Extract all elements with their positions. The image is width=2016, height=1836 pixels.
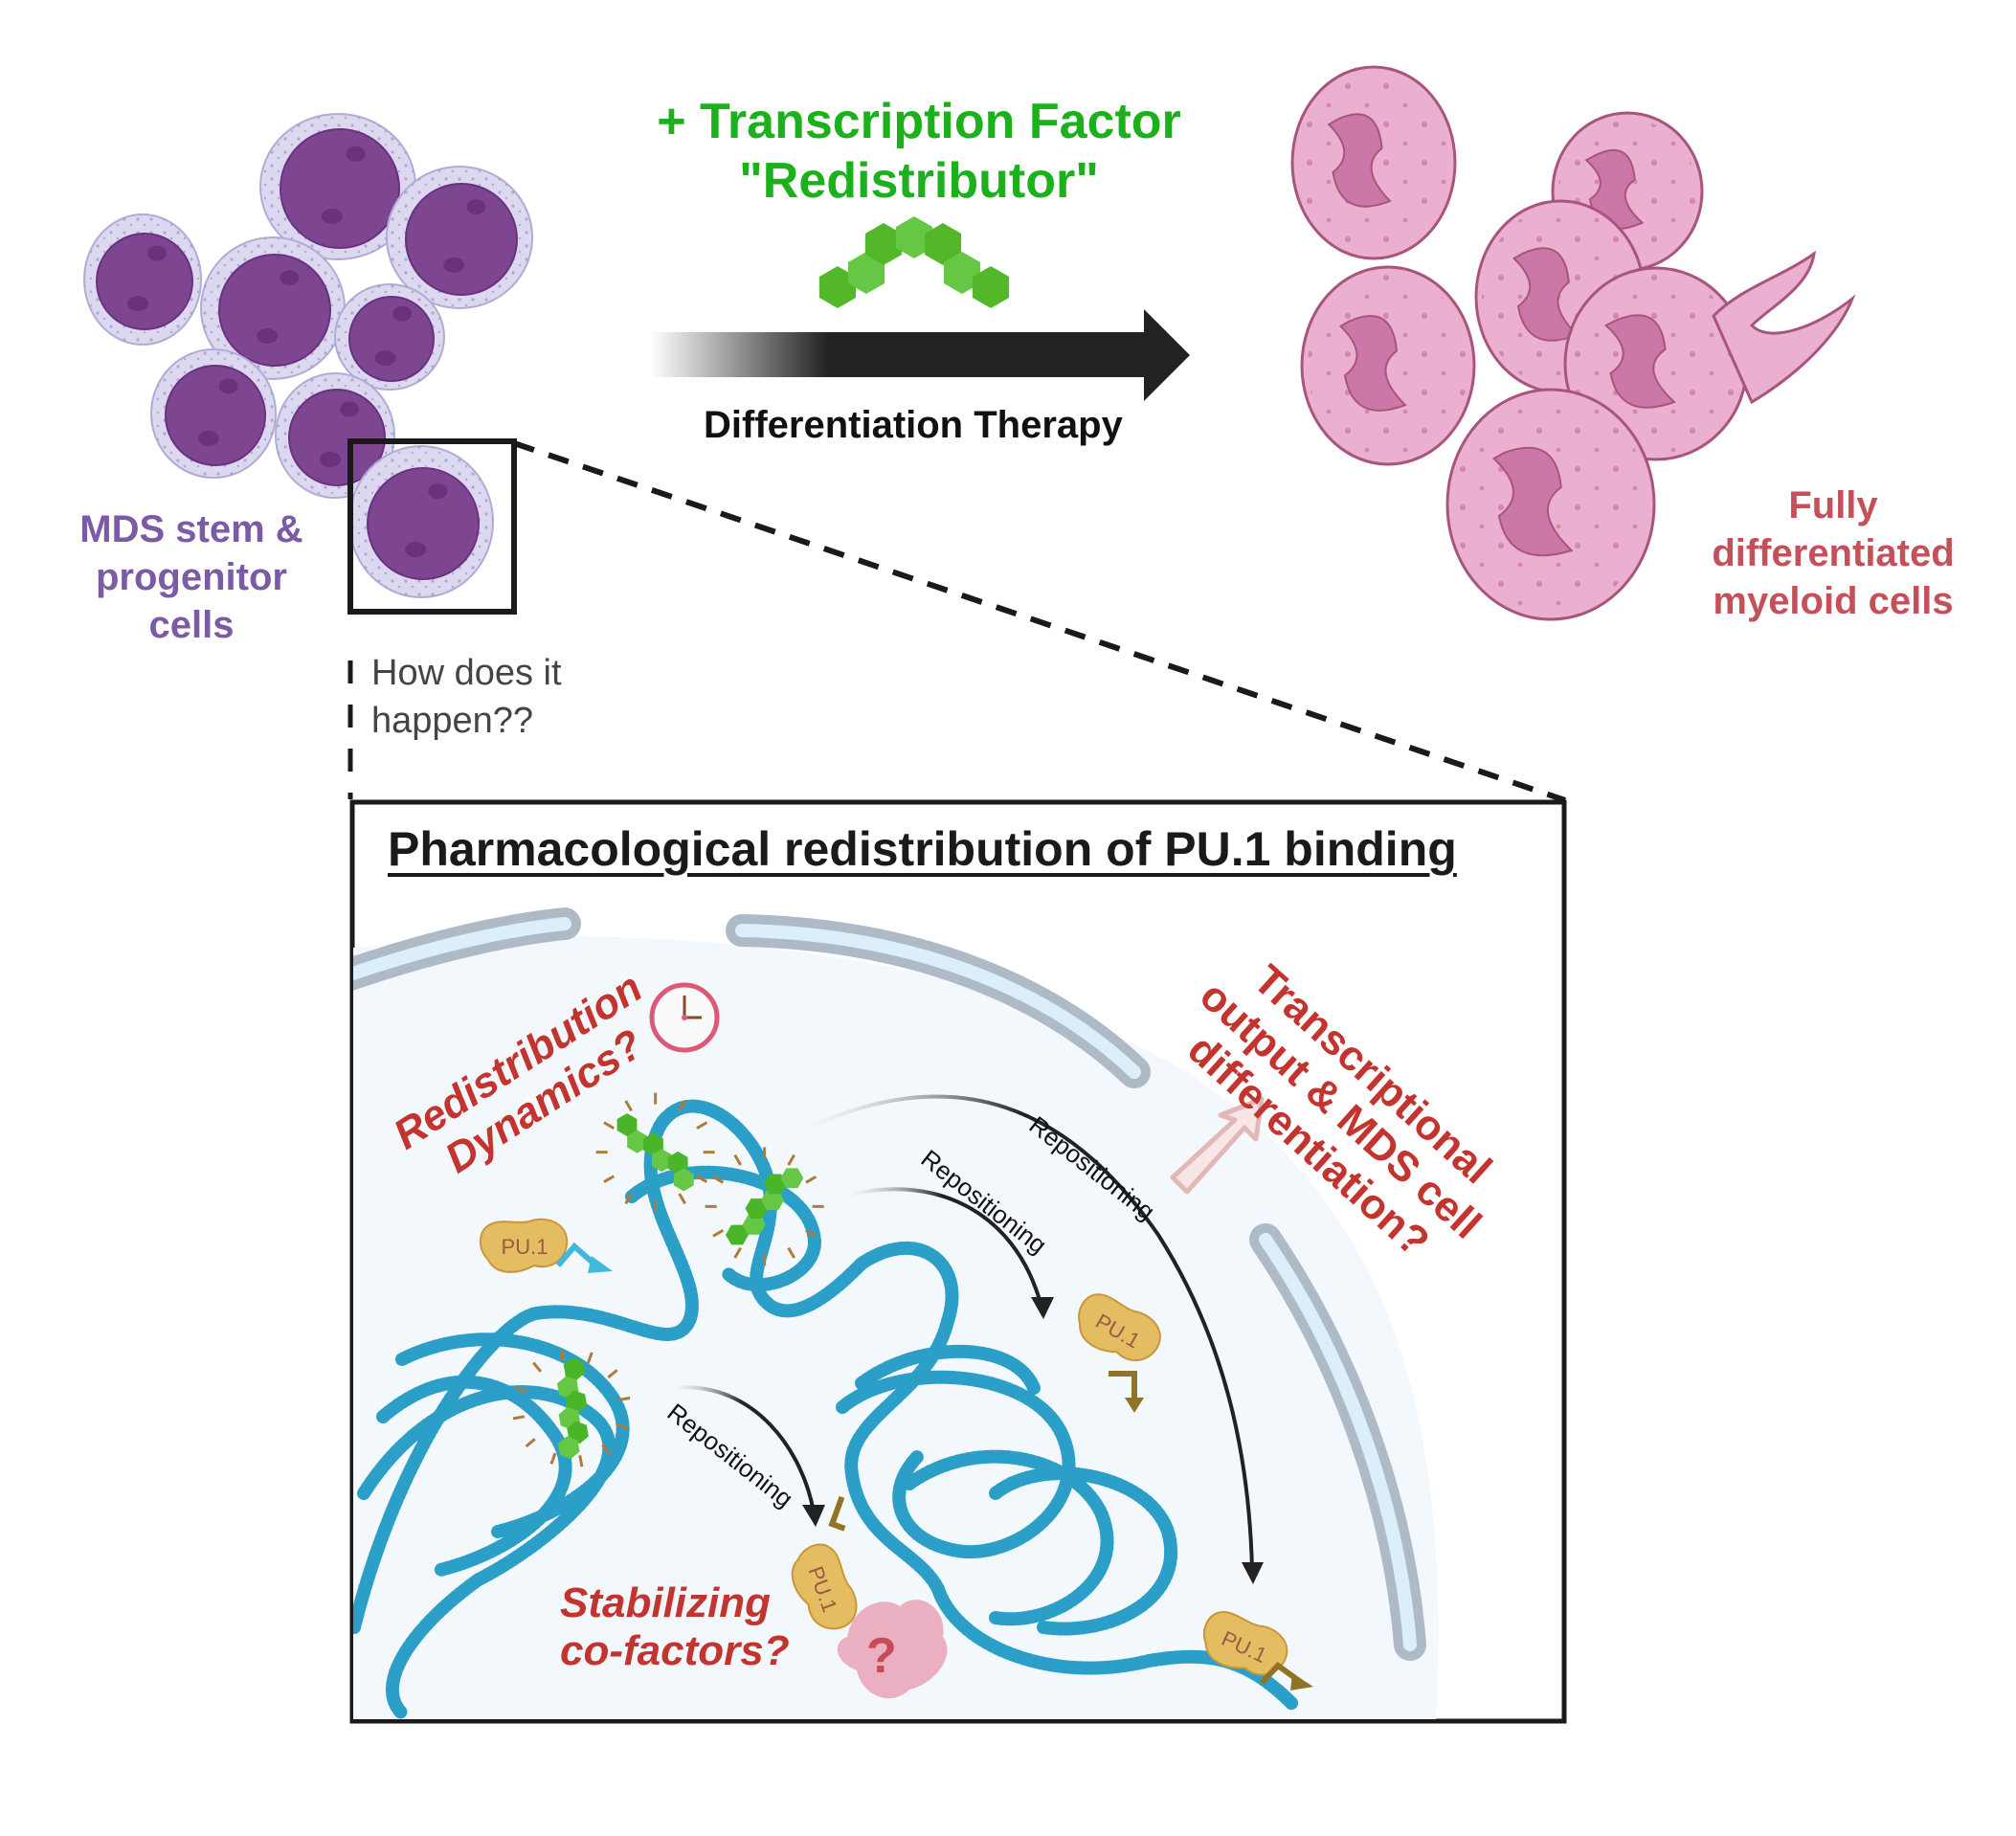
progenitor-cell bbox=[83, 213, 202, 346]
progenitor-cell bbox=[259, 113, 416, 260]
molecule-ring-icon bbox=[943, 252, 981, 294]
transcription-start-arrows bbox=[555, 1242, 1313, 1690]
pu1-protein-icon: PU.1 bbox=[1202, 1611, 1288, 1676]
myeloid-label: Fully differentiated myeloid cells bbox=[1690, 481, 1977, 625]
pu1-protein-icon: PU.1 bbox=[791, 1543, 858, 1630]
treatment-title: + Transcription Factor "Redistributor" bbox=[632, 92, 1206, 211]
pu1-protein-icon: PU.1 bbox=[479, 1218, 569, 1273]
progenitor-cell bbox=[92, 21, 246, 167]
cofactor-question-mark: ? bbox=[866, 1628, 897, 1684]
repositioning-arrows bbox=[669, 1094, 1264, 1584]
arrowhead-3 bbox=[1242, 1562, 1264, 1584]
repositioning-arrow-1 bbox=[669, 1385, 816, 1513]
progenitor-label-line: cells bbox=[148, 604, 235, 646]
chromatin-fiber bbox=[353, 1092, 1299, 1719]
myeloid-label-line: myeloid cells bbox=[1713, 580, 1954, 622]
myeloid-pseudopod bbox=[1712, 250, 1856, 405]
molecule-ring-icon bbox=[924, 223, 962, 265]
myeloid-cell bbox=[1445, 388, 1656, 621]
progenitor-cell bbox=[386, 166, 533, 309]
how-question-line: How does it bbox=[371, 653, 562, 693]
nucleus-scene: PU.1PU.1PU.1PU.1 bbox=[353, 907, 1439, 1719]
molecule-ring-icon bbox=[864, 223, 903, 265]
progenitor-cell bbox=[348, 445, 494, 598]
how-question-line: happen?? bbox=[371, 701, 534, 741]
cofactors-question: Stabilizing co-factors? bbox=[560, 1579, 790, 1675]
clock-icon bbox=[649, 982, 720, 1053]
bound-redistributor-icon bbox=[705, 1147, 824, 1266]
treatment-title-line2: "Redistributor" bbox=[739, 153, 1099, 209]
how-question: How does it happen?? bbox=[371, 649, 562, 745]
progenitor-label-line: progenitor bbox=[96, 556, 287, 598]
molecule-ring-icon bbox=[895, 216, 933, 258]
progenitor-cell bbox=[275, 372, 395, 499]
therapy-arrow-icon bbox=[651, 309, 1190, 401]
cofactor-blob-icon bbox=[837, 1600, 948, 1699]
transcription-start-arrow-icon bbox=[1109, 1371, 1137, 1400]
bound-redistributor-icon bbox=[512, 1349, 631, 1467]
arrowhead-2 bbox=[1031, 1297, 1054, 1319]
bound-redistributor-icon bbox=[595, 1092, 715, 1212]
myeloid-cell bbox=[1300, 265, 1476, 466]
output-arrow-icon bbox=[1170, 1096, 1265, 1195]
progenitor-label: MDS stem & progenitor cells bbox=[53, 505, 330, 649]
progenitor-cell-cluster bbox=[92, 21, 246, 167]
arrowhead-1 bbox=[802, 1505, 825, 1527]
progenitor-label-line: MDS stem & bbox=[79, 508, 303, 550]
nuclear-envelope bbox=[353, 907, 1426, 1661]
repositioning-arrow-3 bbox=[794, 1094, 1254, 1571]
myeloid-label-line: differentiated bbox=[1712, 532, 1955, 574]
progenitor-cell bbox=[334, 283, 445, 391]
molecule-ring-icon bbox=[972, 266, 1010, 308]
panel-title: Pharmacological redistribution of PU.1 b… bbox=[388, 822, 1457, 876]
pu1-label: PU.1 bbox=[502, 1235, 549, 1259]
transcription-start-arrow-icon bbox=[828, 1495, 846, 1532]
pu1-protein-icon: PU.1 bbox=[1078, 1293, 1161, 1362]
cofactors-question-line: co-factors? bbox=[560, 1627, 790, 1674]
molecule-ring-icon bbox=[818, 266, 857, 308]
myeloid-label-line: Fully bbox=[1788, 484, 1878, 526]
zoom-box bbox=[347, 438, 517, 615]
progenitor-cell bbox=[150, 348, 277, 479]
treatment-title-line1: + Transcription Factor bbox=[657, 94, 1181, 149]
repositioning-arrow-2 bbox=[841, 1187, 1043, 1308]
myeloid-cell bbox=[1290, 65, 1457, 260]
cofactors-question-line: Stabilizing bbox=[560, 1579, 771, 1626]
redistributor-molecule-icon bbox=[818, 216, 1010, 308]
therapy-label: Differentiation Therapy bbox=[704, 404, 1123, 446]
zoom-connector-right bbox=[513, 440, 1566, 803]
molecule-ring-icon bbox=[847, 252, 885, 294]
progenitor-cell bbox=[200, 236, 346, 380]
